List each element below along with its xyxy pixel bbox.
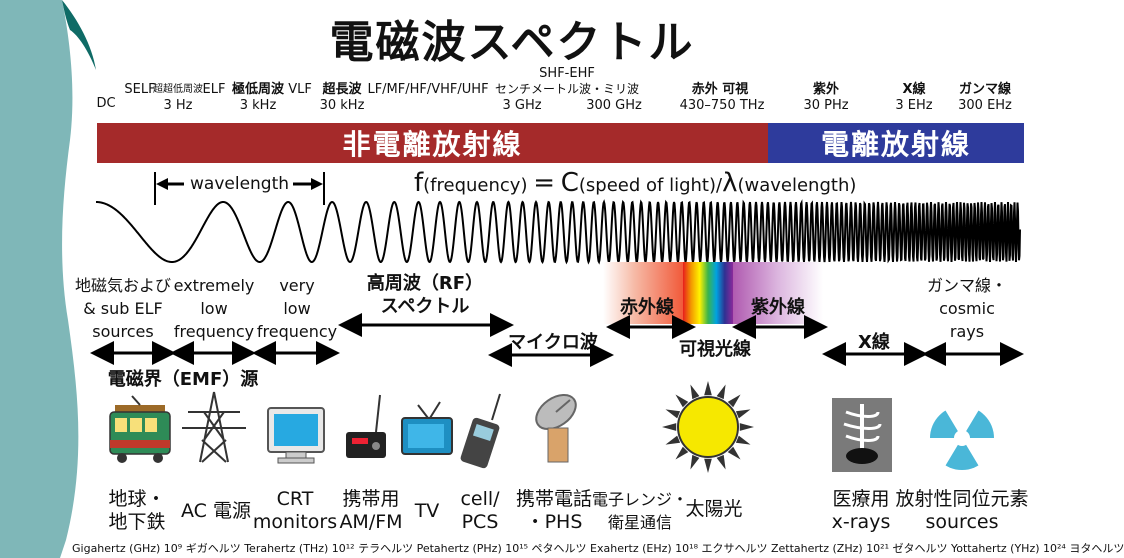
caption-ac-power: AC 電源 — [181, 500, 251, 522]
electromagnetic-wave — [95, 199, 1021, 266]
sun-ray — [690, 454, 700, 470]
self-freq-name: 超超低周波 — [153, 84, 203, 95]
caption-radioactive: 放射性同位元素 sources — [895, 488, 1029, 533]
elf-freq-value: 3 kHz — [239, 98, 277, 113]
source-visible: 可視光線 — [679, 339, 751, 360]
elf-freq-name: 極低周波 — [231, 82, 285, 97]
sun-ray — [704, 458, 712, 473]
source-extremely-low: extremely low frequency — [173, 276, 255, 341]
radio-icon — [346, 394, 386, 458]
formula-lambda-note: (wavelength) — [737, 175, 857, 196]
sun-ray — [735, 409, 751, 419]
sun-ray — [727, 446, 741, 460]
formula-lambda: λ — [722, 168, 738, 198]
xray-icon — [832, 398, 892, 472]
caption-microwave-oven: 電子レンジ・ 衛星通信 — [591, 490, 689, 532]
shf-name: センチメートル波・ミリ波 — [494, 82, 640, 96]
sun-ray — [690, 384, 700, 400]
infrared-gradient — [603, 262, 683, 324]
source-elf-subelf: 地磁気および & sub ELF sources — [74, 276, 172, 341]
wavelength-marker — [154, 172, 325, 205]
ultraviolet-gradient — [733, 262, 823, 324]
elf-label: ELF — [202, 82, 226, 97]
source-rf: 高周波（RF） スペクトル — [366, 273, 484, 317]
power-tower-icon — [182, 391, 246, 463]
visible-spectrum — [683, 262, 733, 324]
sun-ray — [739, 423, 754, 431]
sun-ray — [735, 435, 751, 445]
caption-medical: 医療用 x-rays — [831, 488, 891, 533]
shf-low: 3 GHz — [502, 98, 542, 113]
self-freq-value: 3 Hz — [163, 98, 193, 113]
wave-svg — [95, 199, 1021, 266]
radioactive-icon — [926, 402, 998, 470]
sun-ray — [716, 384, 726, 400]
emf-sources-label: 電磁界（EMF）源 — [107, 369, 259, 390]
radio-bands-label: LF/MF/HF/VHF/UHF — [367, 82, 489, 97]
caption-phs: 携帯電話 ・PHS — [515, 488, 593, 533]
sun-ray — [675, 446, 689, 460]
cell-phone-icon — [460, 393, 501, 469]
caption-cell: cell/ PCS — [460, 488, 500, 533]
ir-vis-value: 430–750 THz — [679, 98, 765, 113]
caption-crt: CRT monitors — [252, 488, 338, 533]
source-ultraviolet: 紫外線 — [751, 297, 805, 318]
frequency-units-footer: Gigahertz (GHz) 10⁹ ギガヘルツ Terahertz (THz… — [72, 542, 1124, 555]
tv-icon — [401, 401, 453, 455]
satellite-dish-icon — [535, 393, 577, 463]
source-icons — [109, 381, 998, 473]
sun-ray — [716, 454, 726, 470]
vlf-label: VLF — [288, 82, 312, 97]
vlf-freq-name: 超長波 — [322, 82, 362, 97]
sun-icon — [662, 381, 754, 473]
frequency-formula: f(frequency) = C(speed of light)/λ(wavel… — [414, 168, 856, 198]
sun-ray — [662, 423, 677, 431]
shf-ehf-label: SHF-EHF — [539, 66, 595, 81]
non-ionizing-band: 非電離放射線 — [97, 123, 768, 163]
sun-ray — [704, 381, 712, 396]
source-infrared: 赤外線 — [620, 297, 674, 318]
xray-label: X線 — [902, 82, 926, 97]
caption-tv: TV — [414, 500, 440, 522]
train-icon — [109, 395, 171, 463]
formula-c-note: (speed of light)/ — [578, 175, 723, 196]
uv-value: 30 PHz — [803, 98, 849, 113]
sun-ray — [675, 394, 689, 408]
formula-equals: = — [533, 168, 556, 198]
dc-label: DC — [96, 96, 116, 111]
caption-train: 地球・ 地下鉄 — [108, 488, 166, 533]
source-gamma: ガンマ線・ cosmic rays — [926, 276, 1008, 341]
gamma-value: 300 EHz — [958, 98, 1012, 113]
formula-c: C — [560, 168, 579, 198]
formula-f-note: (frequency) — [423, 175, 528, 196]
caption-radio: 携帯用 AM/FM — [339, 488, 403, 533]
page-title: 電磁波スペクトル — [329, 17, 695, 68]
formula-f: f — [414, 168, 424, 198]
wavelength-label: wavelength — [190, 174, 290, 194]
uv-label: 紫外 — [812, 82, 840, 97]
shf-high: 300 GHz — [586, 98, 642, 113]
source-very-low: very low frequency — [256, 276, 338, 341]
gamma-label: ガンマ線 — [958, 82, 1012, 97]
decorative-side-shape — [0, 0, 96, 558]
sun-ray — [727, 394, 741, 408]
range-arrows — [90, 313, 1024, 367]
ir-vis-label: 赤外 可視 — [691, 82, 749, 97]
caption-sun: 太陽光 — [685, 498, 743, 520]
self-label: SELF — [124, 82, 156, 97]
sun-ray — [665, 435, 681, 445]
xray-value: 3 EHz — [895, 98, 933, 113]
crt-monitor-icon — [267, 407, 325, 464]
ionizing-band: 電離放射線 — [768, 123, 1024, 163]
vlf-freq-value: 30 kHz — [319, 98, 365, 113]
sun-ray — [665, 409, 681, 419]
